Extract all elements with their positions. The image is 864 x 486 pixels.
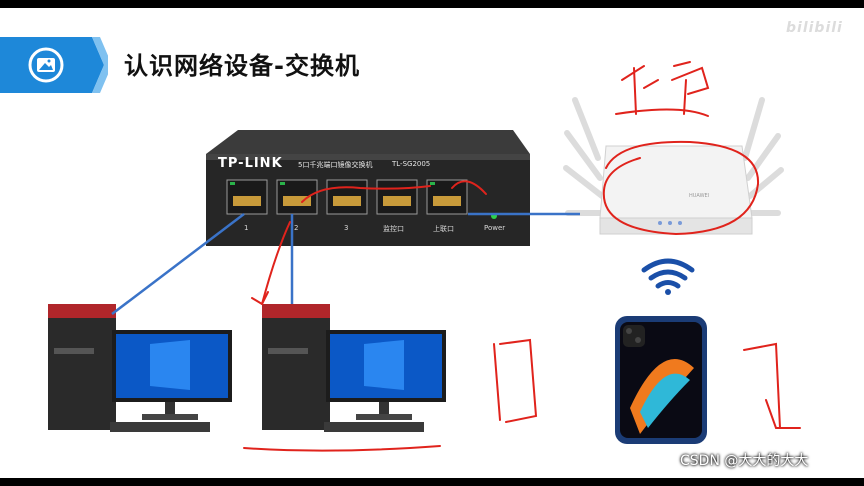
access-point-device [566, 100, 781, 234]
desktop-pc-right [262, 304, 446, 432]
network-diagram [0, 8, 864, 478]
slide: 认识网络设备-交换机 bilibili [0, 8, 864, 478]
wifi-icon [644, 261, 692, 295]
csdn-credit: CSDN @大大的大大 [680, 450, 808, 470]
smartphone-device [615, 316, 707, 444]
port-label-uplink: 上联口 [433, 224, 454, 234]
port-label-1: 1 [244, 224, 248, 232]
switch-brand-label: TP-LINK [218, 156, 283, 171]
switch-description: 5口千兆端口镜像交换机 [298, 160, 372, 170]
port-label-2: 2 [294, 224, 298, 232]
port-label-3: 3 [344, 224, 348, 232]
port-label-monitor: 监控口 [383, 224, 404, 234]
ap-brand-label: HUAWEI [689, 193, 709, 199]
desktop-pc-left [48, 304, 232, 432]
port-label-power: Power [484, 224, 505, 232]
switch-model: TL-SG2005 [392, 160, 430, 168]
